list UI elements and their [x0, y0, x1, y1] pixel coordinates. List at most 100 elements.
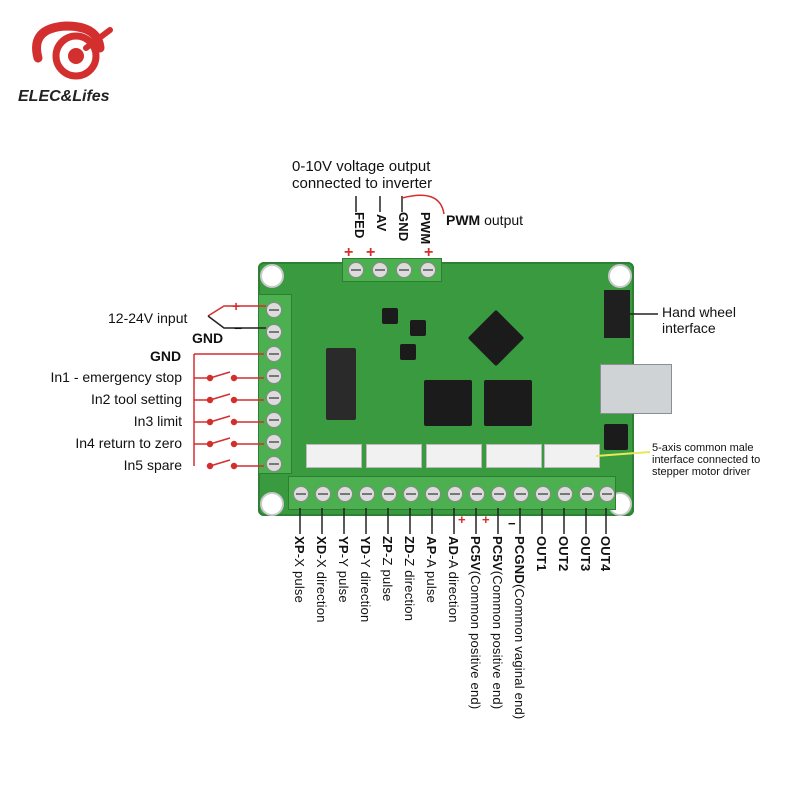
brand-logo: [18, 18, 128, 88]
pwm-code: PWM: [446, 212, 481, 228]
mount-hole-tl: [260, 264, 284, 288]
driver-chip-2: [484, 380, 532, 426]
input-in2-label: In2 tool setting: [90, 391, 182, 407]
desc-yd: -Y direction: [358, 554, 373, 623]
code-ad: AD: [446, 536, 461, 556]
bottom-label-pc5v-2: PC5V(Common positive end): [490, 536, 505, 709]
code-out3: OUT3: [578, 536, 593, 572]
pwm-output-text: output: [484, 212, 524, 228]
pin-fed: FED: [352, 212, 367, 239]
bottom-screw-12: [535, 486, 551, 502]
top-leader-lines: [355, 194, 445, 215]
bottom-label-pcgnd: PCGND(Common vaginal end): [512, 536, 527, 719]
desc-zp: -Z pulse: [380, 553, 395, 602]
code-out1: OUT1: [534, 536, 549, 572]
bottom-label-out1: OUT1: [534, 536, 549, 571]
plus-av-icon: +: [366, 244, 376, 261]
transistor-1: [382, 308, 398, 324]
handwheel-leader-line: [630, 313, 658, 315]
input-in5-label: In5 spare: [123, 457, 182, 473]
desc-pcgnd: (Common vaginal end): [512, 583, 527, 720]
bottom-screw-4: [359, 486, 375, 502]
logo-swirl-icon: [32, 21, 113, 80]
code-pcgnd: PCGND: [512, 536, 527, 584]
input-switch-wiring: [193, 353, 264, 470]
desc-yp: -Y pulse: [336, 553, 351, 603]
plus-pc5v-2-icon: +: [482, 512, 490, 527]
bottom-screw-2: [315, 486, 331, 502]
plus-pwm-icon: +: [424, 244, 434, 261]
code-pc5v-2: PC5V: [490, 536, 505, 571]
transistor-3: [400, 344, 416, 360]
input-in1-label: In1 - emergency stop: [50, 369, 182, 385]
axis-line-2: interface connected to: [652, 454, 761, 466]
plus-pc5v-1-icon: +: [458, 512, 466, 527]
top-screw-3: [396, 262, 412, 278]
left-screw-5: [266, 390, 282, 406]
bottom-screw-6: [403, 486, 419, 502]
desc-pc5v-2: (Common positive end): [490, 570, 505, 710]
handwheel-line-2: interface: [662, 320, 716, 336]
bottom-leader-lines: [299, 508, 607, 534]
optocoupler-row: [326, 348, 356, 420]
axis-connector-z: [426, 444, 482, 468]
power-leader-lines: [207, 305, 266, 329]
desc-xd: -X direction: [314, 554, 329, 623]
pwm-output-label: PWM output: [446, 212, 523, 228]
handwheel-label: Hand wheel interface: [662, 304, 736, 336]
input-in3-label: In3 limit: [133, 413, 182, 429]
bottom-label-out2: OUT2: [556, 536, 571, 571]
axis-leader-line: [596, 451, 651, 457]
desc-ap: -A pulse: [424, 554, 439, 604]
bottom-label-xp: XP-X pulse: [292, 536, 307, 603]
driver-chip-1: [424, 380, 472, 426]
usb-b-port: [600, 364, 672, 414]
bottom-label-out3: OUT3: [578, 536, 593, 571]
input-in4-label: In4 return to zero: [75, 435, 182, 451]
axis-connector-a: [486, 444, 542, 468]
axis-connector-b: [544, 444, 600, 468]
code-out2: OUT2: [556, 536, 571, 572]
axis-line-1: 5-axis common male: [652, 442, 754, 454]
power-input-label: 12-24V input: [108, 310, 188, 326]
left-screw-8: [266, 456, 282, 472]
bottom-screw-10: [491, 486, 507, 502]
top-screw-4: [420, 262, 436, 278]
desc-pc5v-1: (Common positive end): [468, 570, 483, 710]
top-screw-2: [372, 262, 388, 278]
code-out4: OUT4: [598, 536, 613, 572]
code-zp: ZP: [380, 536, 395, 554]
bottom-label-zd: ZD-Z direction: [402, 536, 417, 621]
code-xp: XP: [292, 536, 307, 554]
minus-power-icon: −: [234, 320, 243, 336]
bottom-label-xd: XD-X direction: [314, 536, 329, 623]
bottom-label-ap: AP-A pulse: [424, 536, 439, 603]
bottom-screw-7: [425, 486, 441, 502]
bottom-screw-11: [513, 486, 529, 502]
axis-connector-x: [306, 444, 362, 468]
handwheel-line-1: Hand wheel: [662, 304, 736, 320]
bottom-label-yp: YP-Y pulse: [336, 536, 351, 603]
transistor-2: [410, 320, 426, 336]
brand-name: ELEC&Lifes: [18, 88, 110, 105]
bottom-screw-9: [469, 486, 485, 502]
bottom-label-zp: ZP-Z pulse: [380, 536, 395, 602]
bottom-screw-3: [337, 486, 353, 502]
bottom-screw-14: [579, 486, 595, 502]
regulator-chip: [604, 424, 628, 450]
power-gnd-label: GND: [192, 330, 224, 346]
left-screw-2: [266, 324, 282, 340]
axis-connector-y: [366, 444, 422, 468]
left-screw-6: [266, 412, 282, 428]
minus-pcgnd-icon: −: [508, 516, 516, 531]
left-screw-7: [266, 434, 282, 450]
bottom-screw-8: [447, 486, 463, 502]
axis-line-3: stepper motor driver: [652, 466, 751, 478]
pin-av: AV: [374, 214, 389, 232]
voltage-line-1: 0-10V voltage output: [292, 158, 431, 175]
voltage-line-2: connected to inverter: [292, 175, 433, 192]
bottom-screw-1: [293, 486, 309, 502]
desc-xp: -X pulse: [292, 553, 307, 604]
code-yd: YD: [358, 536, 373, 555]
code-zd: ZD: [402, 536, 417, 554]
